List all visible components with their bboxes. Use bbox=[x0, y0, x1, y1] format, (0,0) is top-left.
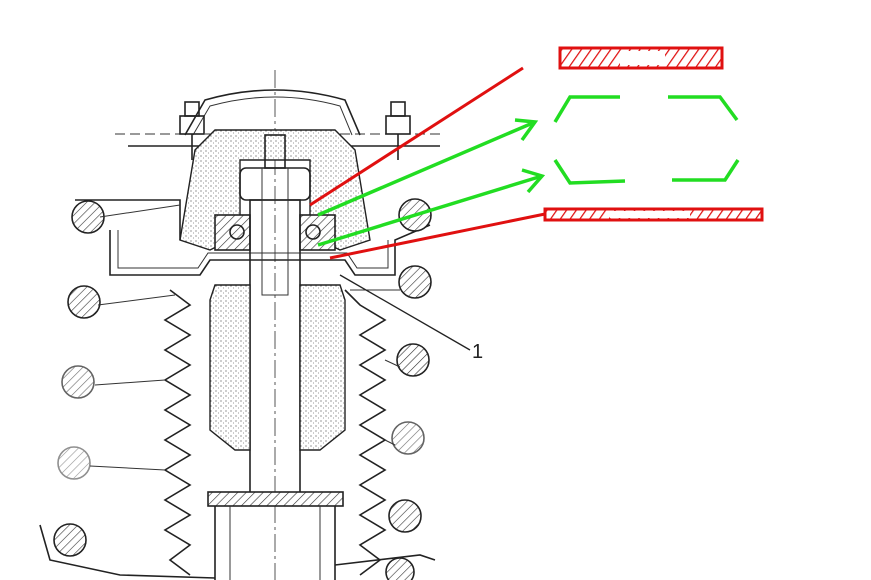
spring-seat bbox=[75, 199, 431, 276]
part-label-1: 1 bbox=[472, 341, 483, 363]
red-pointer-upper bbox=[309, 66, 524, 207]
bump-stop bbox=[209, 284, 251, 451]
green-bearing-outline bbox=[553, 95, 740, 185]
leader-line-1 bbox=[339, 274, 471, 351]
bearing bbox=[214, 214, 336, 251]
bellows-left bbox=[163, 289, 192, 576]
coil-spring bbox=[53, 198, 432, 580]
green-arrow-upper bbox=[317, 118, 539, 217]
red-pointer-lower bbox=[329, 212, 546, 260]
mount-bolt-right bbox=[385, 101, 411, 160]
green-arrow-lower bbox=[317, 168, 546, 247]
top-cap bbox=[184, 89, 361, 136]
lower-spring-seat bbox=[39, 524, 436, 579]
damper-tube bbox=[207, 491, 344, 580]
mount-bolt-left bbox=[179, 101, 205, 160]
bellows-right bbox=[344, 289, 387, 576]
